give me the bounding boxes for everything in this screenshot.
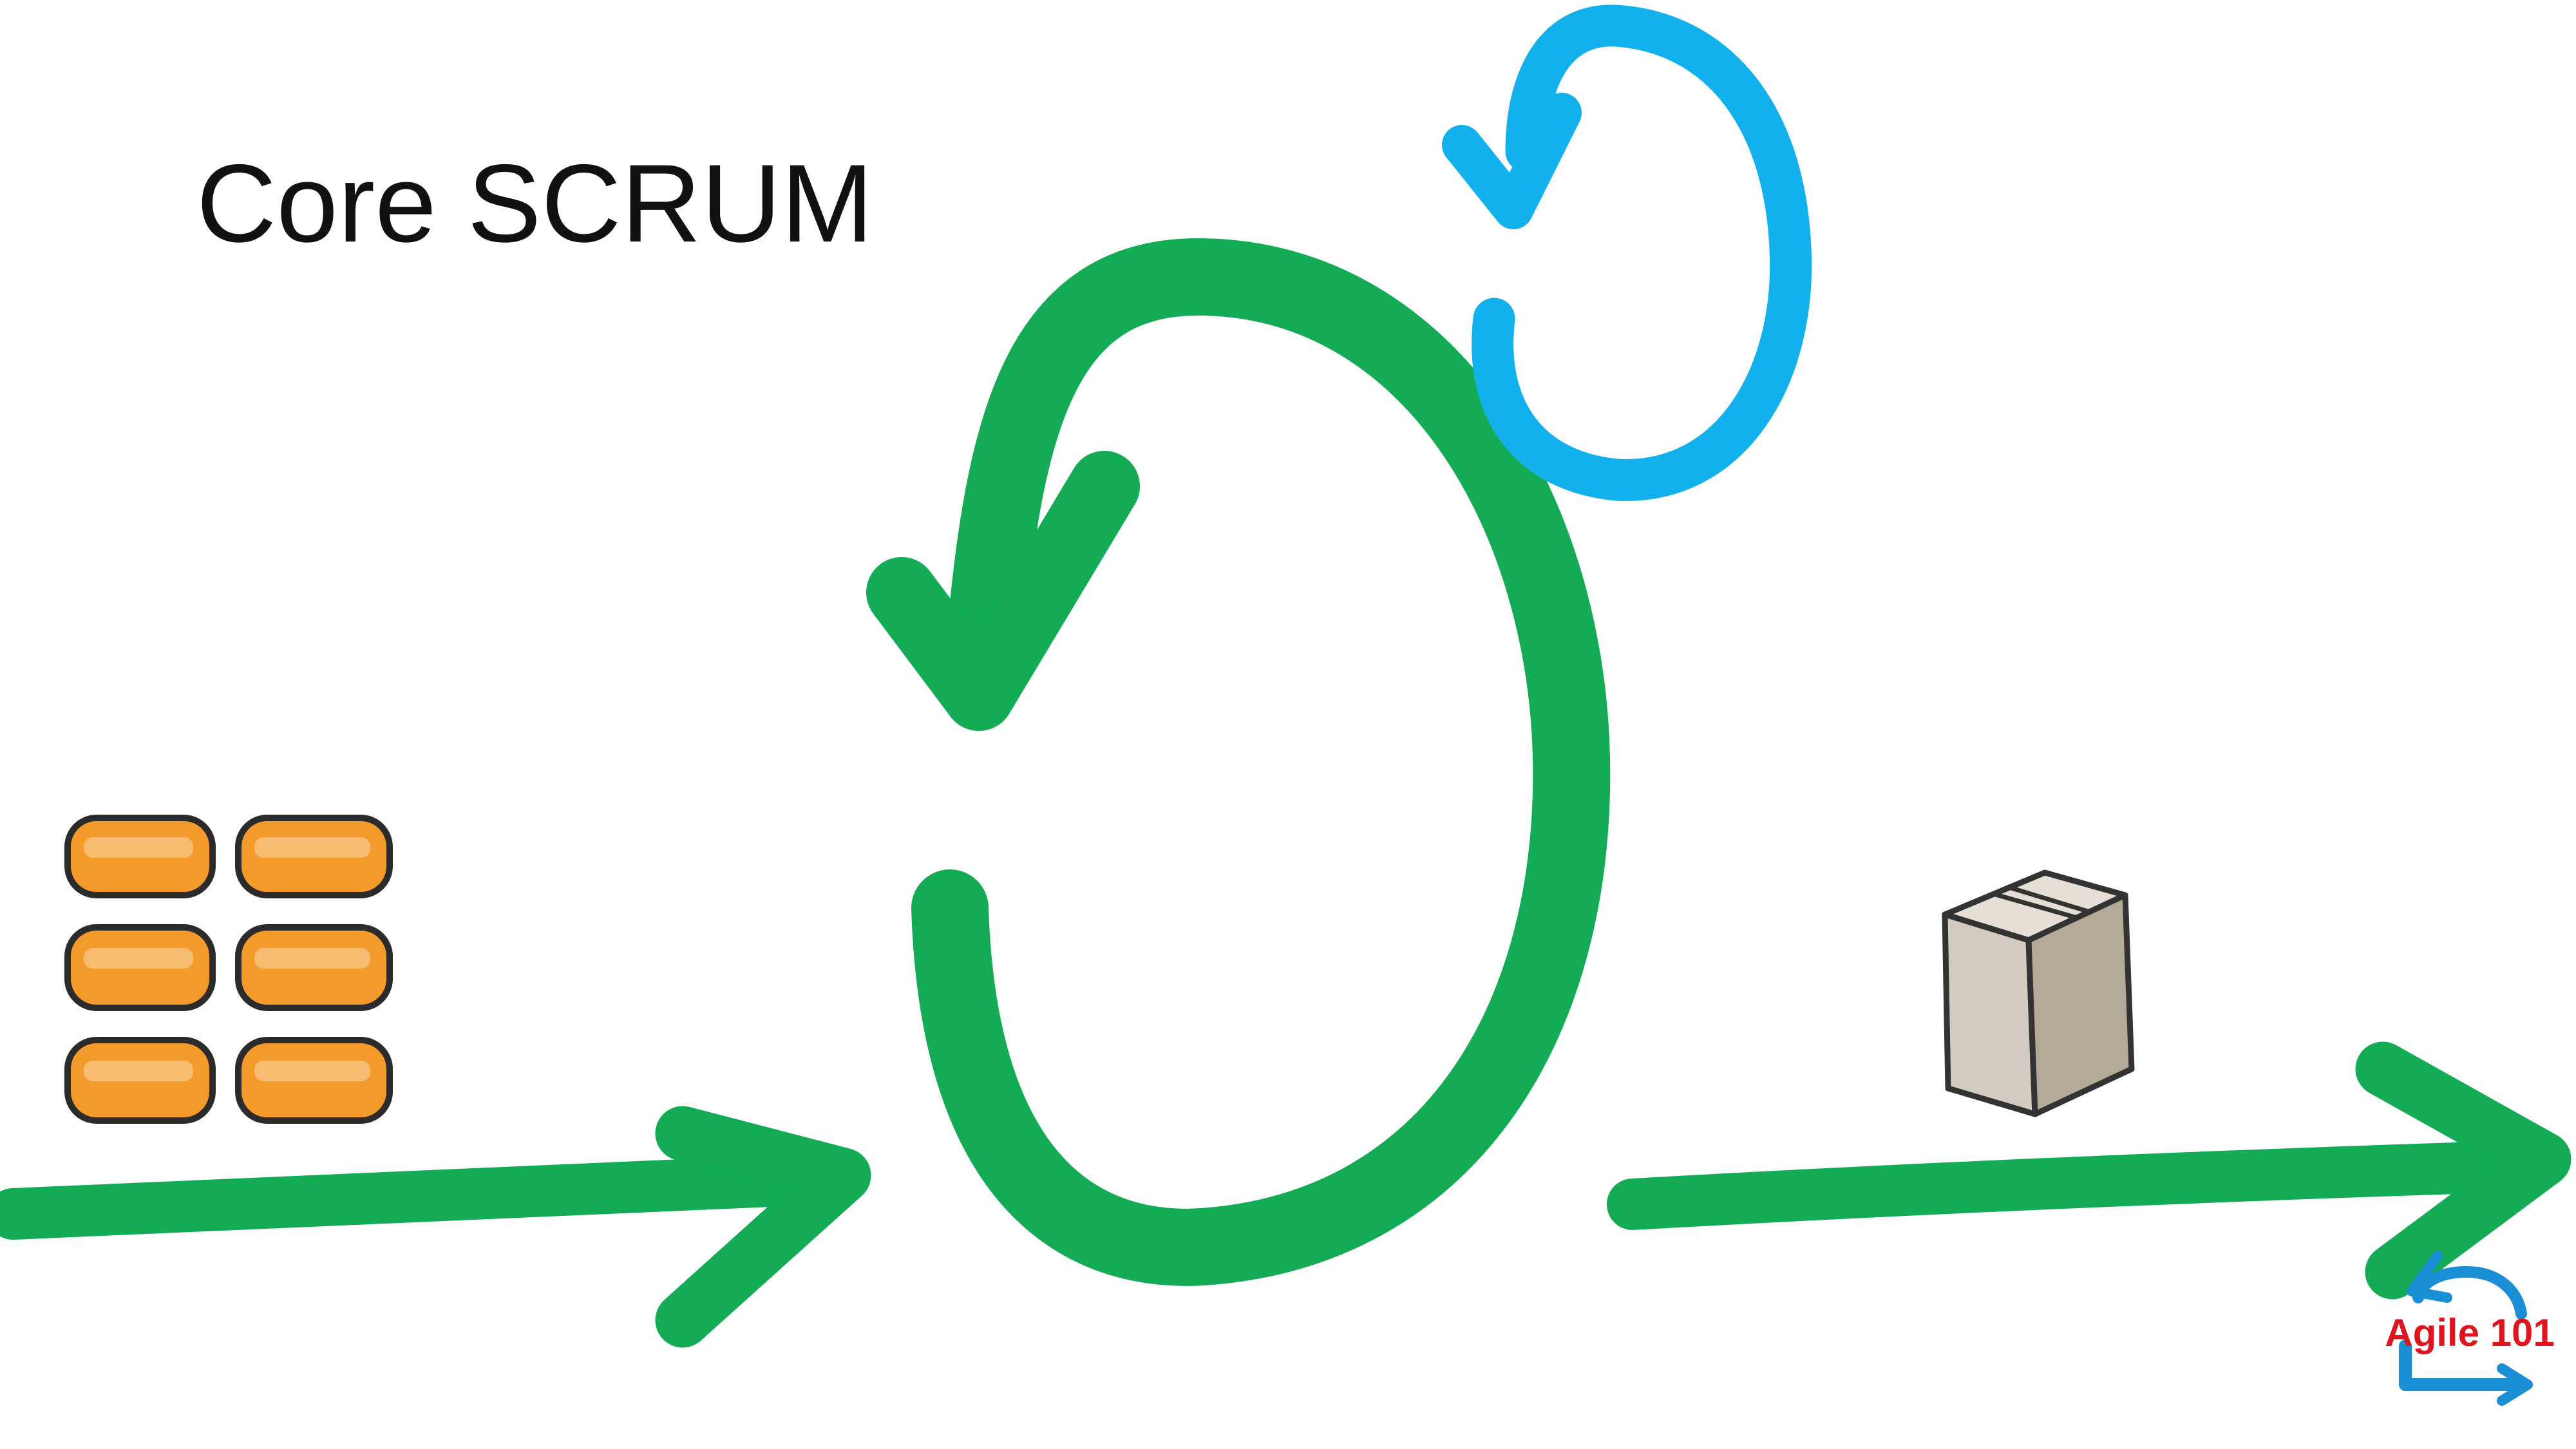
backlog-item bbox=[64, 815, 216, 898]
backlog-item bbox=[235, 815, 393, 898]
agile-cycle-logo-icon bbox=[2399, 1251, 2533, 1406]
backlog-items-icon bbox=[64, 815, 393, 1124]
backlog-item bbox=[235, 1037, 393, 1124]
backlog-item bbox=[64, 1037, 216, 1124]
logo-text: Agile 101 bbox=[2385, 1311, 2555, 1354]
sprint-cycle-arrow bbox=[866, 238, 1611, 1286]
input-arrow bbox=[0, 1106, 871, 1348]
output-arrow bbox=[1607, 1041, 2571, 1300]
daily-cycle-arrow bbox=[1442, 5, 1812, 501]
product-increment-box-icon bbox=[1942, 869, 2135, 1117]
backlog-item bbox=[235, 924, 393, 1011]
backlog-item bbox=[64, 924, 216, 1011]
slide-title: Core SCRUM bbox=[196, 142, 874, 265]
